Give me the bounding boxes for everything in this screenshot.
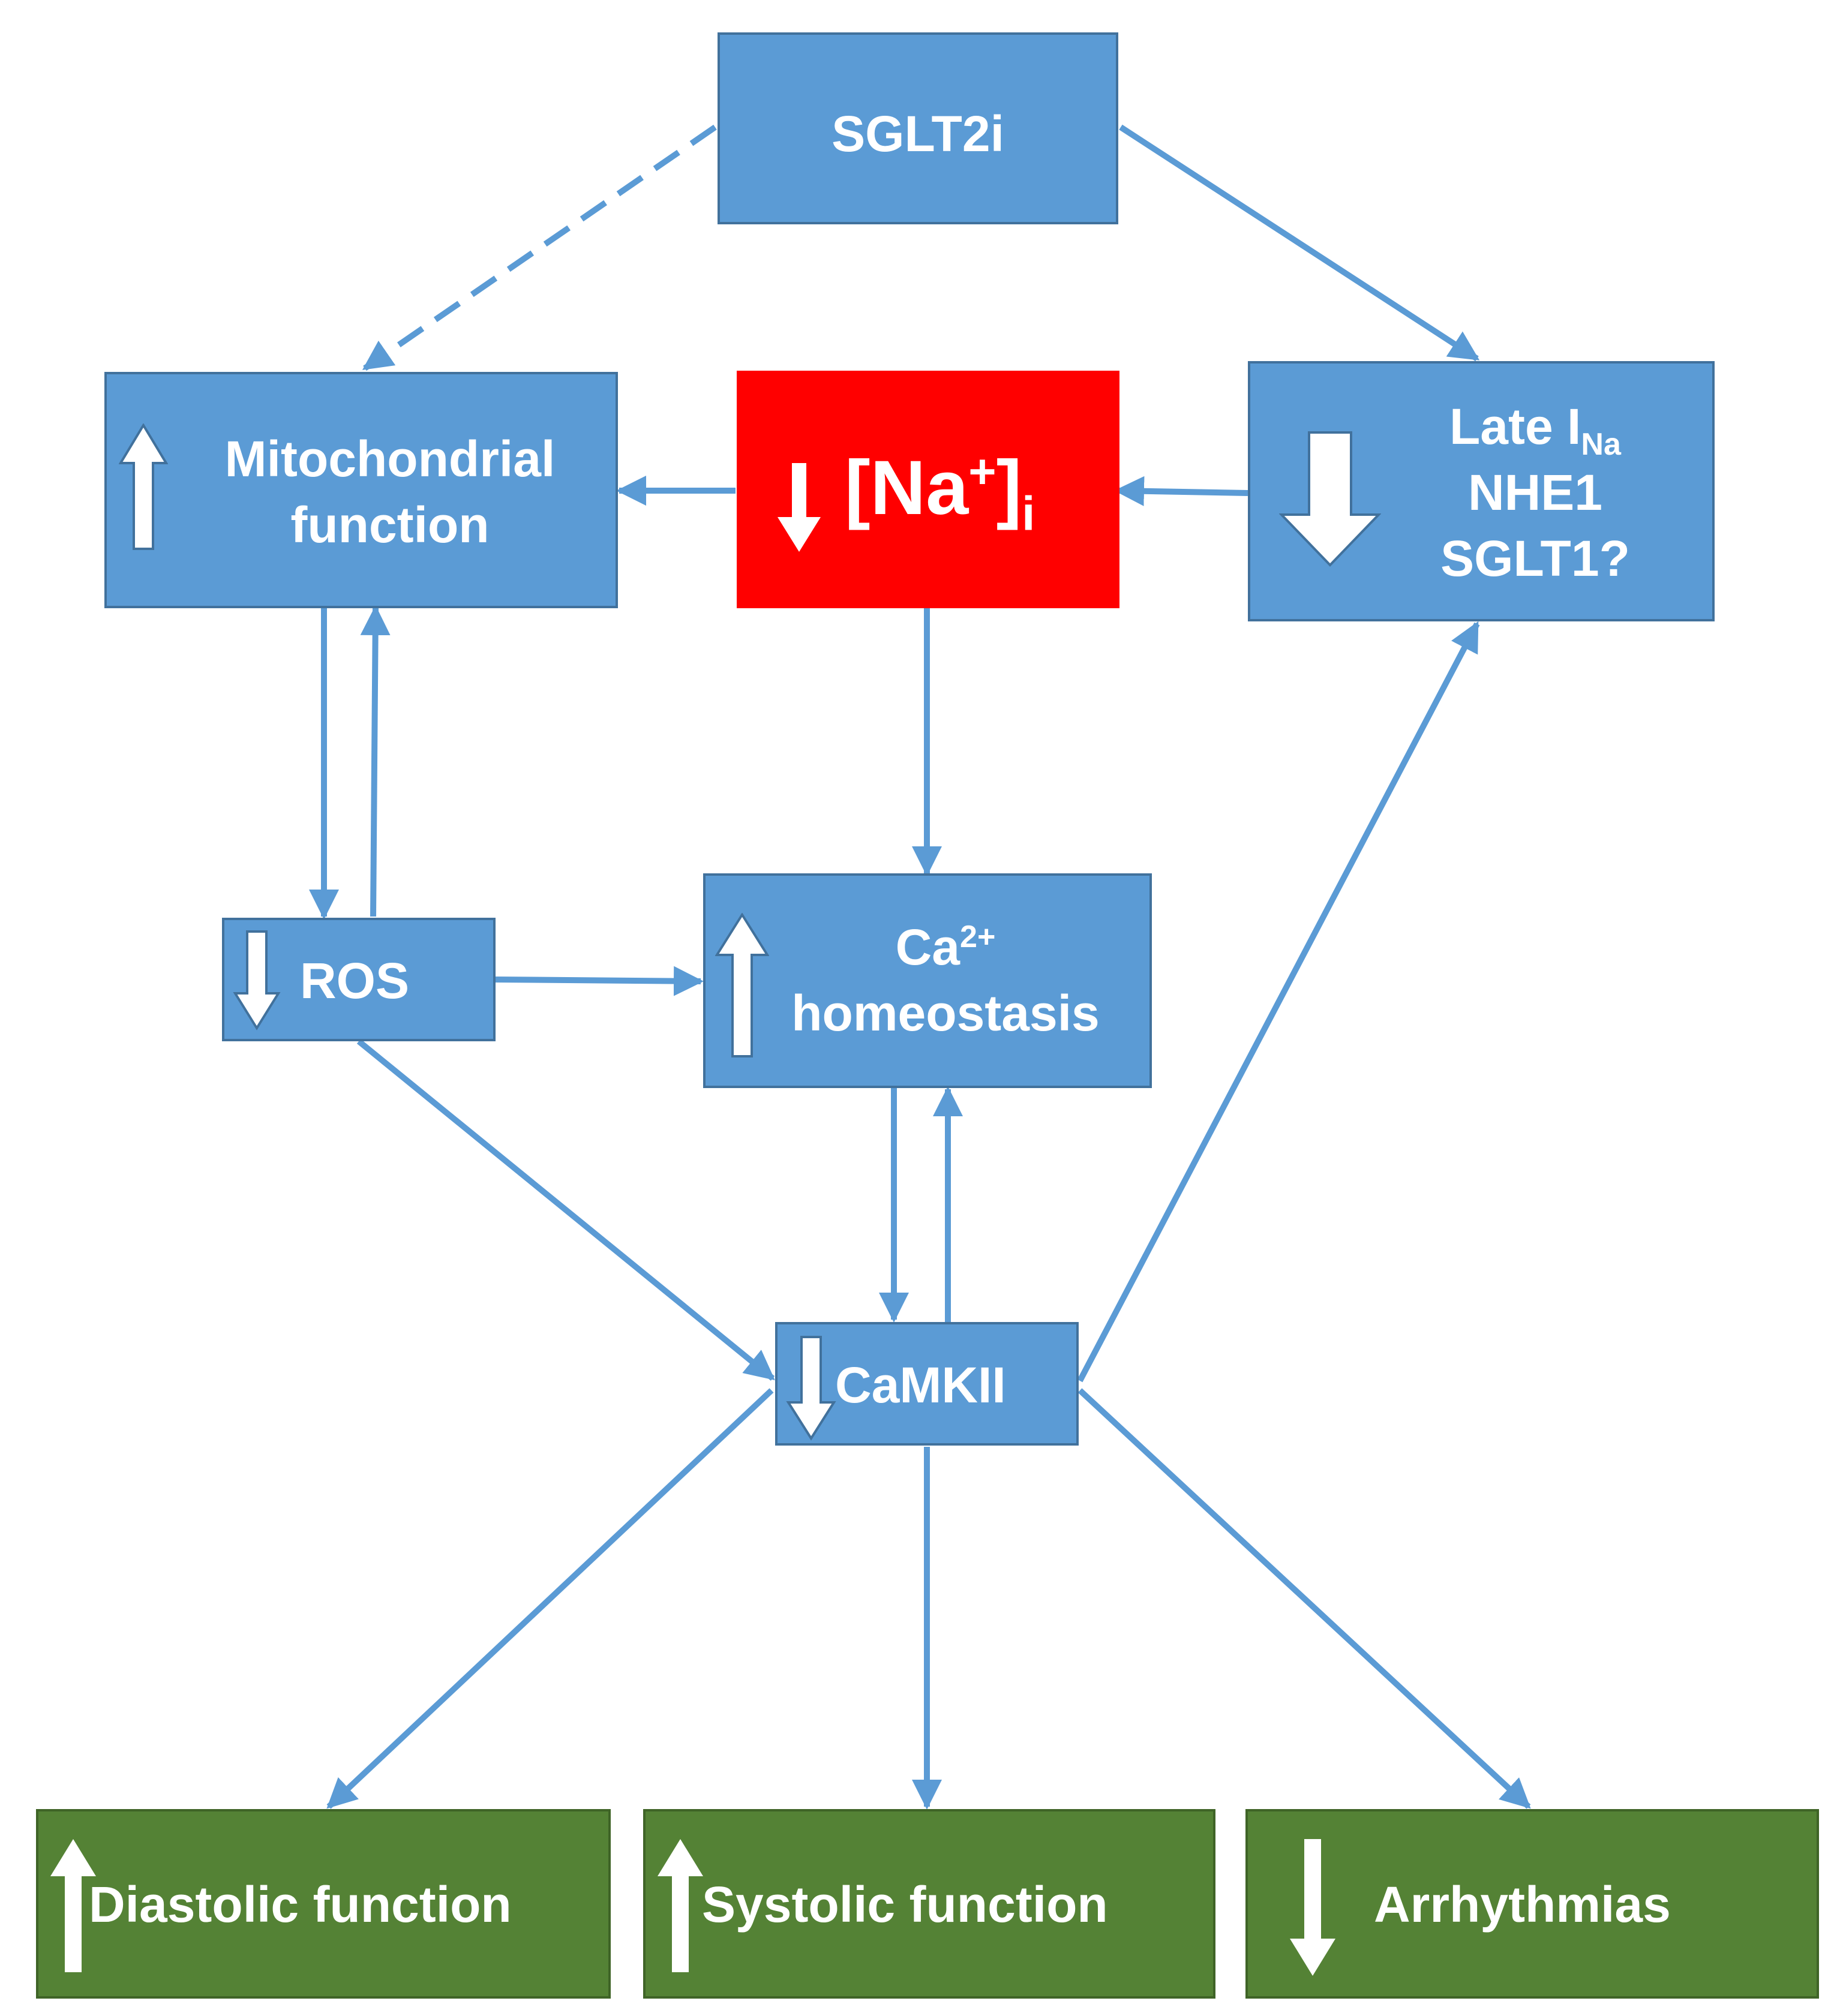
edge-sglt2i-to-mito: [362, 124, 717, 371]
node-mitochondrial-function: Mitochondrial function: [104, 372, 618, 608]
node-camkii: CaMKII: [775, 1322, 1079, 1446]
edge-sglt2i-to-late: [1119, 124, 1480, 362]
down-arrow-icon: [778, 463, 821, 552]
node-late-ina-nhe1-sglt1: Late INa NHE1 SGLT1?: [1248, 361, 1715, 621]
edge-ros-to-ca: [495, 966, 704, 996]
na-main: [Na: [845, 445, 969, 531]
node-ros-label: ROS: [300, 953, 410, 1009]
edge-camkii-to-arrhythmias: [1077, 1388, 1531, 1809]
node-systolic-function: Systolic function: [643, 1809, 1215, 1999]
up-arrow-icon: [50, 1839, 96, 1972]
node-arrhythmias-label: Arrhythmias: [1374, 1876, 1671, 1933]
node-intracellular-sodium-label: [Na+]i: [845, 444, 1035, 537]
node-diastolic-function: Diastolic function: [36, 1809, 611, 1999]
node-arrhythmias: Arrhythmias: [1245, 1809, 1819, 1999]
node-late-ina-line2: NHE1: [1467, 464, 1603, 521]
edge-camkii-to-diastolic: [326, 1388, 774, 1809]
node-ros: ROS: [222, 918, 496, 1041]
node-ca-line1: Ca2+: [742, 919, 1149, 975]
up-arrow-icon: [715, 913, 769, 1057]
edge-ros-to-mito: [360, 605, 391, 917]
late-ina-main: Late I: [1449, 398, 1581, 455]
ca-sup: 2+: [960, 920, 996, 954]
na-tail: ]: [996, 445, 1022, 531]
up-arrow-icon: [119, 423, 168, 550]
edge-late-to-na: [1114, 476, 1248, 506]
node-camkii-label: CaMKII: [835, 1357, 1006, 1413]
node-sglt2i-label: SGLT2i: [832, 106, 1004, 162]
node-mitochondrial-function-line2: function: [290, 497, 490, 553]
node-ca-line2: homeostasis: [791, 985, 1100, 1041]
edge-ros-to-camkii: [356, 1039, 775, 1381]
down-arrow-icon: [1279, 431, 1381, 567]
node-late-ina-line3: SGLT1?: [1440, 530, 1630, 587]
node-intracellular-sodium: [Na+]i: [737, 371, 1119, 608]
node-late-ina-line1: Late INa: [1358, 398, 1712, 460]
ca-main: Ca: [895, 919, 960, 975]
node-systolic-function-label: Systolic function: [702, 1876, 1108, 1933]
node-ca-homeostasis: Ca2+ homeostasis: [703, 873, 1152, 1088]
node-diastolic-function-label: Diastolic function: [89, 1876, 512, 1933]
down-arrow-icon: [1290, 1839, 1335, 1976]
down-arrow-icon: [233, 930, 281, 1030]
node-sglt2i: SGLT2i: [718, 32, 1118, 224]
na-sub: i: [1022, 486, 1035, 540]
up-arrow-icon: [658, 1839, 703, 1972]
down-arrow-icon: [786, 1336, 836, 1441]
late-ina-sub: Na: [1581, 426, 1621, 462]
na-sup: +: [968, 444, 996, 498]
edge-camkii-to-late: [1077, 621, 1480, 1383]
node-mitochondrial-function-line1: Mitochondrial: [224, 431, 556, 487]
